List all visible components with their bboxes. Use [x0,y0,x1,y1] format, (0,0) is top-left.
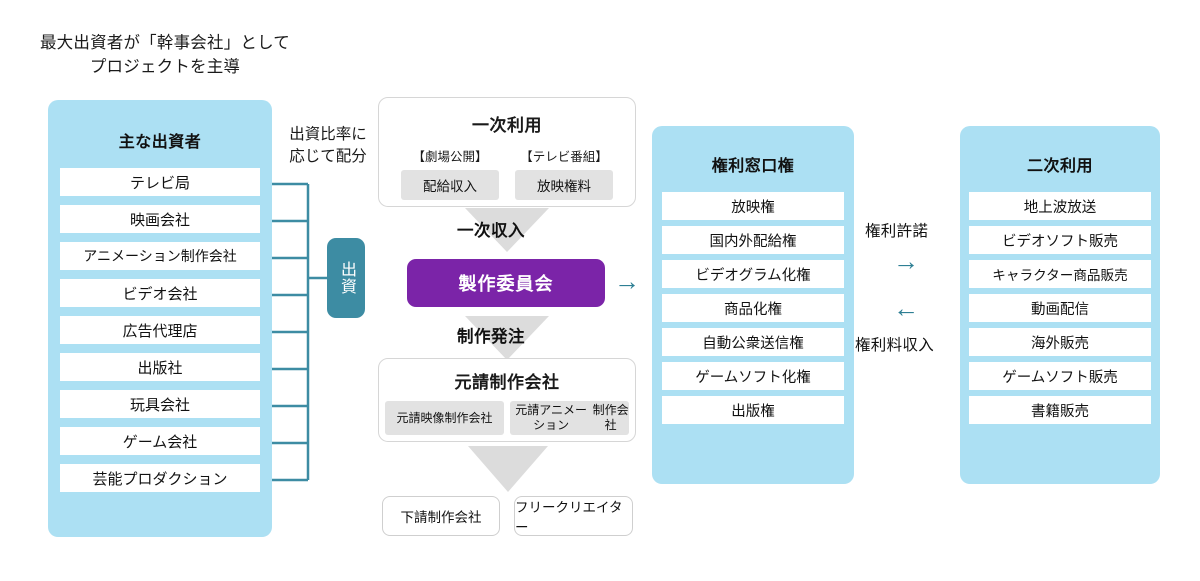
secondary-item[interactable]: 海外販売 [969,328,1151,356]
investors-panel-title: 主な出資者 [118,134,202,151]
prime-contractor-chip: 元請映像制作会社 [385,401,504,435]
license-label: 権利許諾 [865,223,929,240]
rights-item[interactable]: 出版権 [662,396,844,424]
top-caption: 最大出資者が「幹事会社」として プロジェクトを主導 [30,32,300,80]
primary-use-column: 【テレビ番組】 放映権料 [515,146,613,200]
caption-line-2: プロジェクトを主導 [89,57,241,76]
production-committee-node: 製作委員会 [407,259,605,307]
primary-use-card: 一次利用 【劇場公開】 配給収入 【テレビ番組】 放映権料 [378,97,636,207]
investor-item[interactable]: 広告代理店 [60,316,260,344]
investor-item[interactable]: 出版社 [60,353,260,381]
royalty-label: 権利料収入 [855,337,935,354]
secondary-item[interactable]: ビデオソフト販売 [969,226,1151,254]
ratio-note-line-2: 応じて配分 [289,147,367,165]
rights-item[interactable]: ビデオグラム化権 [662,260,844,288]
rights-window-panel: 権利窓口権 放映権 国内外配給権 ビデオグラム化権 商品化権 自動公衆送信権 ゲ… [652,126,854,484]
investment-ratio-note: 出資比率に 応じて配分 [276,124,380,167]
primary-income-label: 一次収入 [457,222,525,240]
rights-panel-title: 権利窓口権 [711,158,795,175]
free-creator-card: フリークリエイター [514,496,633,536]
primary-use-label: 【劇場公開】 [412,150,488,164]
secondary-item[interactable]: 書籍販売 [969,396,1151,424]
primary-use-columns: 【劇場公開】 配給収入 【テレビ番組】 放映権料 [379,146,635,200]
rights-item[interactable]: ゲームソフト化権 [662,362,844,390]
investor-item[interactable]: テレビ局 [60,168,260,196]
arrow-right-icon: → [614,266,640,296]
secondary-use-panel: 二次利用 地上波放送 ビデオソフト販売 キャラクター商品販売 動画配信 海外販売… [960,126,1160,484]
secondary-item[interactable]: 地上波放送 [969,192,1151,220]
secondary-item[interactable]: 動画配信 [969,294,1151,322]
investor-item[interactable]: 映画会社 [60,205,260,233]
prime-contractor-chip-line-2: 制作会社 [592,403,629,432]
prime-contractor-title: 元請制作会社 [454,373,560,392]
arrow-right-icon: → [893,246,919,276]
primary-use-title: 一次利用 [472,116,542,135]
primary-use-chip: 配給収入 [401,170,499,200]
investor-item[interactable]: ゲーム会社 [60,427,260,455]
ratio-note-line-1: 出資比率に [289,126,367,143]
investor-item[interactable]: 玩具会社 [60,390,260,418]
primary-use-column: 【劇場公開】 配給収入 [401,146,499,200]
sub-contractor-card: 下請制作会社 [382,496,500,536]
investor-item[interactable]: ビデオ会社 [60,279,260,307]
primary-use-chip: 放映権料 [515,170,613,200]
subcontract-arrow-icon [468,446,548,492]
arrow-left-icon: ← [893,293,919,323]
secondary-item[interactable]: キャラクター商品販売 [969,260,1151,288]
investment-node: 出資 [327,238,365,318]
rights-item[interactable]: 国内外配給権 [662,226,844,254]
investor-item[interactable]: 芸能プロダクション [60,464,260,492]
production-order-label: 制作発注 [457,328,525,346]
prime-contractor-chip: 元請アニメーション 制作会社 [510,401,629,435]
primary-use-label: 【テレビ番組】 [520,150,608,164]
secondary-item[interactable]: ゲームソフト販売 [969,362,1151,390]
caption-line-1: 最大出資者が「幹事会社」として [39,34,290,52]
secondary-panel-title: 二次利用 [1026,158,1093,175]
rights-item[interactable]: 商品化権 [662,294,844,322]
rights-item[interactable]: 放映権 [662,192,844,220]
rights-item[interactable]: 自動公衆送信権 [662,328,844,356]
investor-connector-lines [260,182,330,482]
investor-item[interactable]: アニメーション制作会社 [60,242,260,270]
prime-contractor-card: 元請制作会社 元請映像制作会社 元請アニメーション 制作会社 [378,358,636,442]
investors-panel: 主な出資者 テレビ局 映画会社 アニメーション制作会社 ビデオ会社 広告代理店 … [48,100,272,537]
prime-contractor-chips: 元請映像制作会社 元請アニメーション 制作会社 [379,401,635,435]
prime-contractor-chip-line-1: 元請アニメーション [515,403,588,432]
